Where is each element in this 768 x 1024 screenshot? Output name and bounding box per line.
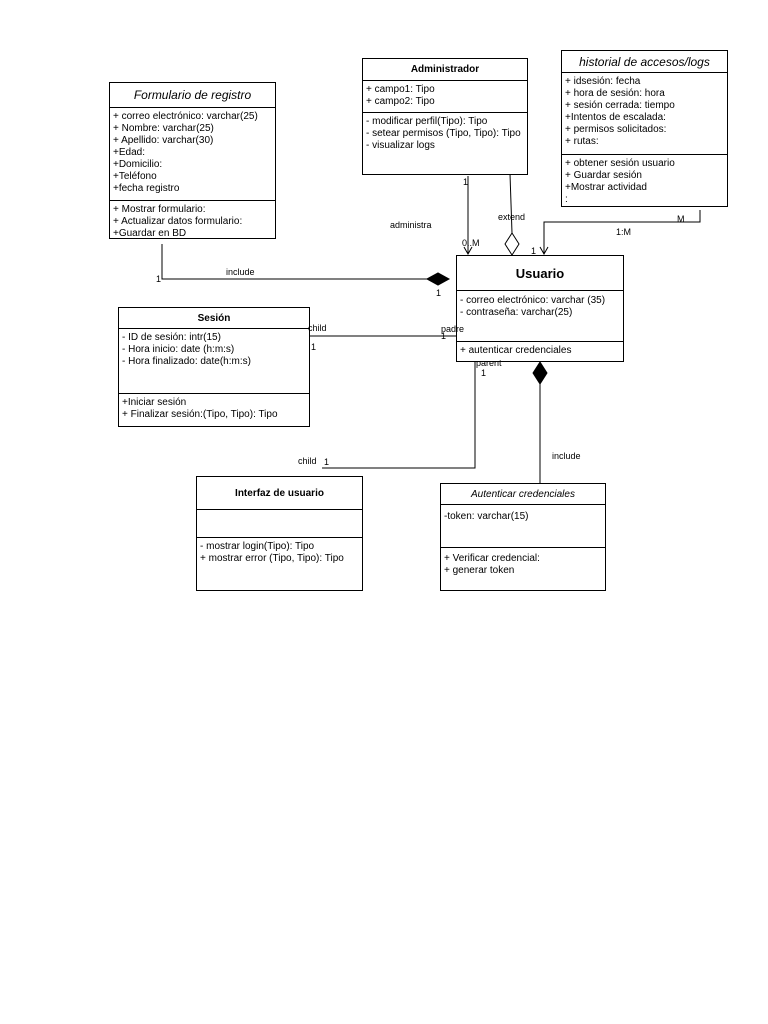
attributes-section: + campo1: Tipo + campo2: Tipo [363, 81, 527, 113]
include-connector-formulario [161, 244, 427, 280]
method: + Actualizar datos formulario: [113, 216, 243, 227]
class-historial-de-accesos: historial de accesos/logs + idsesión: fe… [561, 50, 728, 207]
methods-section: - mostrar login(Tipo): Tipo + mostrar er… [197, 538, 362, 567]
attribute: +Teléfono [113, 171, 157, 182]
multiplicity-label: 1:M [616, 227, 632, 237]
method: + Guardar sesión [565, 170, 642, 181]
attributes-section: + correo electrónico: varchar(25) + Nomb… [110, 108, 275, 201]
attributes-section: + idsesión: fecha + hora de sesión: hora… [562, 73, 727, 155]
attribute: + Apellido: varchar(30) [113, 135, 214, 146]
multiplicity-label: 1 [481, 368, 487, 378]
class-title: Sesión [119, 308, 309, 329]
attribute: + permisos solicitados: [565, 124, 667, 135]
attributes-section [197, 510, 362, 538]
class-usuario: Usuario - correo electrónico: varchar (3… [456, 255, 624, 362]
multiplicity-label: 1 [531, 246, 537, 256]
methods-section: + autenticar credenciales [457, 342, 623, 359]
method: + Mostrar formulario: [113, 204, 206, 215]
aggregation-diamond-extend [504, 232, 520, 256]
child-label: child [298, 456, 317, 466]
attribute: + campo2: Tipo [366, 96, 435, 107]
attribute: + rutas: [565, 136, 599, 147]
methods-section: + Verificar credencial: + generar token [441, 548, 605, 579]
method: + Finalizar sesión:(Tipo, Tipo): Tipo [122, 409, 278, 420]
attributes-section: - correo electrónico: varchar (35) - con… [457, 291, 623, 342]
class-title: Administrador [363, 59, 527, 81]
method: +Iniciar sesión [122, 397, 187, 408]
multiplicity-label: M [677, 214, 685, 224]
attribute: + correo electrónico: varchar(25) [113, 111, 258, 122]
method: + mostrar error (Tipo, Tipo): Tipo [200, 553, 344, 564]
padre-label: padre [441, 324, 465, 334]
attribute: +Edad: [113, 147, 145, 158]
attributes-section: -token: varchar(15) [441, 505, 605, 548]
extend-label: extend [498, 212, 526, 222]
attribute: + hora de sesión: hora [565, 88, 665, 99]
methods-section: + Mostrar formulario: + Actualizar datos… [110, 201, 275, 242]
multiplicity-label: 1 [156, 274, 162, 284]
methods-section: - modificar perfil(Tipo): Tipo - setear … [363, 113, 527, 154]
composition-diamond-formulario [425, 272, 451, 286]
multiplicity-label: 0..M [462, 238, 480, 248]
attribute: - ID de sesión: intr(15) [122, 332, 221, 343]
extend-connector [509, 173, 513, 234]
administra-label: administra [390, 220, 432, 230]
composition-diamond-autenticar [532, 361, 548, 385]
class-autenticar-credenciales: Autenticar credenciales -token: varchar(… [440, 483, 606, 591]
child-label: child [308, 323, 327, 333]
class-administrador: Administrador + campo1: Tipo + campo2: T… [362, 58, 528, 175]
method: + generar token [444, 565, 515, 576]
method: +Mostrar actividad [565, 182, 647, 193]
method: + Verificar credencial: [444, 553, 540, 564]
parent-label: parent [476, 358, 502, 368]
class-formulario-de-registro: Formulario de registro + correo electrón… [109, 82, 276, 239]
class-title: Autenticar credenciales [441, 484, 605, 505]
multiplicity-label: 1 [436, 288, 442, 298]
historial-arrowhead [539, 246, 549, 256]
class-interfaz-de-usuario: Interfaz de usuario - mostrar login(Tipo… [196, 476, 363, 591]
include-label: include [552, 451, 581, 461]
method: - modificar perfil(Tipo): Tipo [366, 116, 488, 127]
class-title: Usuario [457, 256, 623, 291]
multiplicity-label: 1 [311, 342, 317, 352]
attribute: + campo1: Tipo [366, 84, 435, 95]
administra-arrowhead [463, 246, 473, 256]
multiplicity-label: 1 [324, 457, 330, 467]
class-title: Interfaz de usuario [197, 477, 362, 510]
method: + obtener sesión usuario [565, 158, 675, 169]
method: - mostrar login(Tipo): Tipo [200, 541, 315, 552]
attribute: +fecha registro [113, 183, 180, 194]
method: - visualizar logs [366, 140, 435, 151]
attribute: - Hora finalizado: date(h:m:s) [122, 356, 251, 367]
attribute: - correo electrónico: varchar (35) [460, 295, 606, 306]
multiplicity-label: 1 [463, 177, 469, 187]
historial-connector [543, 210, 701, 254]
attribute: +Intentos de escalada: [565, 112, 666, 123]
class-title: Formulario de registro [110, 83, 275, 108]
method: +Guardar en BD [113, 228, 187, 239]
attribute: - Hora inicio: date (h:m:s) [122, 344, 235, 355]
method: - setear permisos (Tipo, Tipo): Tipo [366, 128, 521, 139]
methods-section: + obtener sesión usuario + Guardar sesió… [562, 155, 727, 208]
attribute: -token: varchar(15) [444, 511, 529, 522]
usuario-interfaz-connector [322, 362, 476, 469]
method: : [565, 194, 568, 205]
multiplicity-label: 1 [441, 331, 447, 341]
attribute: +Domicilio: [113, 159, 163, 170]
attribute: + Nombre: varchar(25) [113, 123, 214, 134]
class-title: historial de accesos/logs [562, 51, 727, 73]
attributes-section: - ID de sesión: intr(15) - Hora inicio: … [119, 329, 309, 394]
attribute: + idsesión: fecha [565, 76, 641, 87]
class-sesion: Sesión - ID de sesión: intr(15) - Hora i… [118, 307, 310, 427]
attribute: + sesión cerrada: tiempo [565, 100, 675, 111]
attribute: - contraseña: varchar(25) [460, 307, 573, 318]
methods-section: +Iniciar sesión + Finalizar sesión:(Tipo… [119, 394, 309, 423]
method: + autenticar credenciales [460, 345, 572, 356]
include-label: include [226, 267, 255, 277]
